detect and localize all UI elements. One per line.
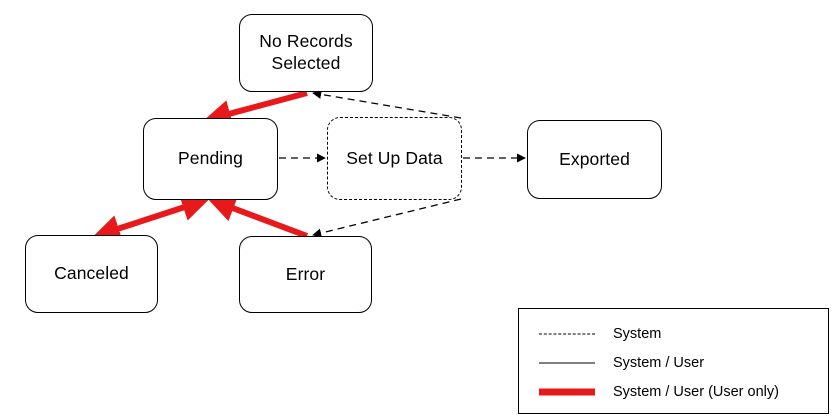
edge-setupdata-to-norecords xyxy=(312,89,462,119)
edge-setupdata-to-error xyxy=(312,198,462,238)
legend-box: System System / User System / User (User… xyxy=(518,308,829,414)
node-label: No Records Selected xyxy=(259,31,353,73)
legend-label: System / User (User only) xyxy=(613,383,779,400)
node-canceled[interactable]: Canceled xyxy=(25,235,158,313)
node-label: Pending xyxy=(178,148,243,169)
node-set-up-data[interactable]: Set Up Data xyxy=(327,117,462,200)
solid-line-icon xyxy=(539,357,595,369)
edge-norecords-to-pending xyxy=(203,90,308,127)
node-label: Set Up Data xyxy=(346,147,443,168)
node-label: Error xyxy=(285,263,326,284)
legend-row-system: System xyxy=(519,319,828,348)
node-pending[interactable]: Pending xyxy=(143,118,278,200)
node-label: Exported xyxy=(559,148,630,169)
edge-pending-canceled xyxy=(92,194,210,242)
node-label: Canceled xyxy=(54,263,129,284)
legend-row-user-only: System / User (User only) xyxy=(519,377,828,406)
node-no-records-selected[interactable]: No Records Selected xyxy=(239,14,373,92)
legend-label: System xyxy=(613,325,662,342)
node-exported[interactable]: Exported xyxy=(527,120,662,199)
red-thick-line-icon xyxy=(539,386,595,398)
edge-error-to-pending xyxy=(207,195,309,239)
node-error[interactable]: Error xyxy=(239,236,372,313)
legend-row-system-user: System / User xyxy=(519,348,828,377)
dashed-line-icon xyxy=(539,328,595,340)
legend-label: System / User xyxy=(613,354,705,371)
